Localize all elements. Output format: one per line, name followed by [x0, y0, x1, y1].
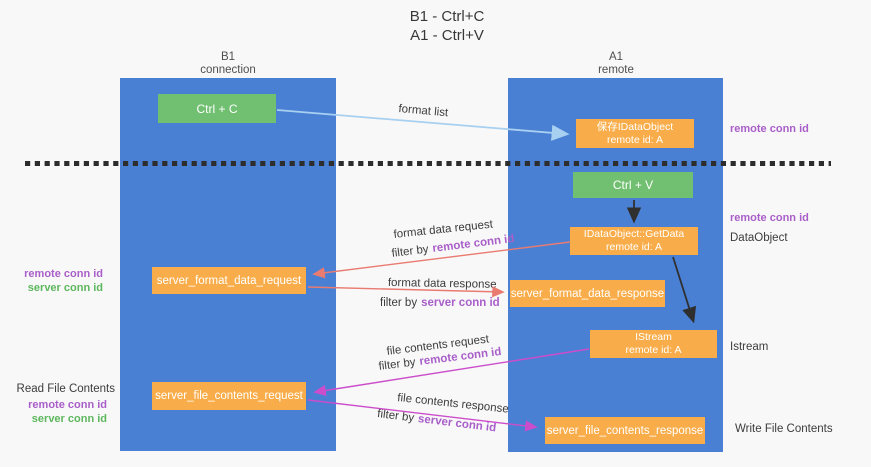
istream-line2: remote id: A	[625, 344, 682, 356]
server-conn-id-text: server conn id	[417, 413, 497, 435]
getdata-line1: IDataObject::GetData	[583, 228, 685, 240]
istream-line1: IStream	[635, 331, 672, 343]
server-file-contents-request-box: server_file_contents_request	[152, 382, 306, 410]
lane-b1-sub: connection	[200, 64, 256, 76]
title-line-1: B1 - Ctrl+C	[409, 8, 485, 25]
read-file-contents-label: Read File Contents	[16, 383, 115, 395]
lane-header-a1: A1 remote	[566, 51, 666, 77]
lane-a1-sub: remote	[598, 64, 634, 76]
remote-conn-id-right-top: remote conn id	[730, 123, 809, 135]
left-conn-id-group-2: remote conn id server conn id	[15, 398, 107, 426]
remote-conn-id-left-1: remote conn id	[24, 268, 103, 280]
server-conn-id-left-2: server conn id	[31, 413, 107, 425]
title-line-2: A1 - Ctrl+V	[410, 27, 484, 44]
server-conn-id-text: server conn id	[421, 297, 500, 309]
filter-by-text: filter by	[378, 356, 417, 373]
save-idataobject-box: 保存IDataObject remote id: A	[576, 119, 694, 148]
filter-by-text: filter by	[380, 297, 418, 309]
server-format-data-request-box: server_format_data_request	[152, 267, 306, 294]
istream-box: IStream remote id: A	[590, 330, 717, 358]
istream-side-label: Istream	[730, 341, 769, 353]
lane-a1-name: A1	[608, 51, 624, 63]
filter-by-text: filter by	[376, 408, 415, 425]
remote-conn-id-text: remote conn id	[431, 232, 516, 255]
diagram-title: B1 - Ctrl+C A1 - Ctrl+V	[372, 7, 522, 45]
dataobject-label: DataObject	[730, 232, 788, 244]
save-idataobject-line2: remote id: A	[606, 133, 664, 146]
format-data-response-label: format data response	[387, 277, 497, 291]
format-list-label: format list	[397, 103, 449, 120]
server-conn-id-left-1: server conn id	[27, 282, 103, 294]
server-format-data-response-box: server_format_data_response	[510, 280, 665, 307]
remote-conn-id-left-2: remote conn id	[28, 399, 107, 411]
write-file-contents-label: Write File Contents	[735, 423, 833, 435]
remote-conn-id-right-mid: remote conn id	[730, 212, 809, 224]
left-conn-id-group-1: remote conn id server conn id	[15, 267, 103, 295]
getdata-line2: remote id: A	[605, 241, 663, 253]
lane-b1-name: B1	[220, 51, 236, 63]
lane-header-b1: B1 connection	[178, 51, 278, 77]
save-idataobject-line1: 保存IDataObject	[596, 120, 674, 133]
idataobject-getdata-box: IDataObject::GetData remote id: A	[570, 227, 698, 255]
filter-by-text: filter by	[391, 243, 430, 260]
ctrl-c-box: Ctrl + C	[158, 94, 276, 123]
server-file-contents-response-box: server_file_contents_response	[545, 417, 705, 444]
ctrl-v-box: Ctrl + V	[573, 172, 693, 198]
